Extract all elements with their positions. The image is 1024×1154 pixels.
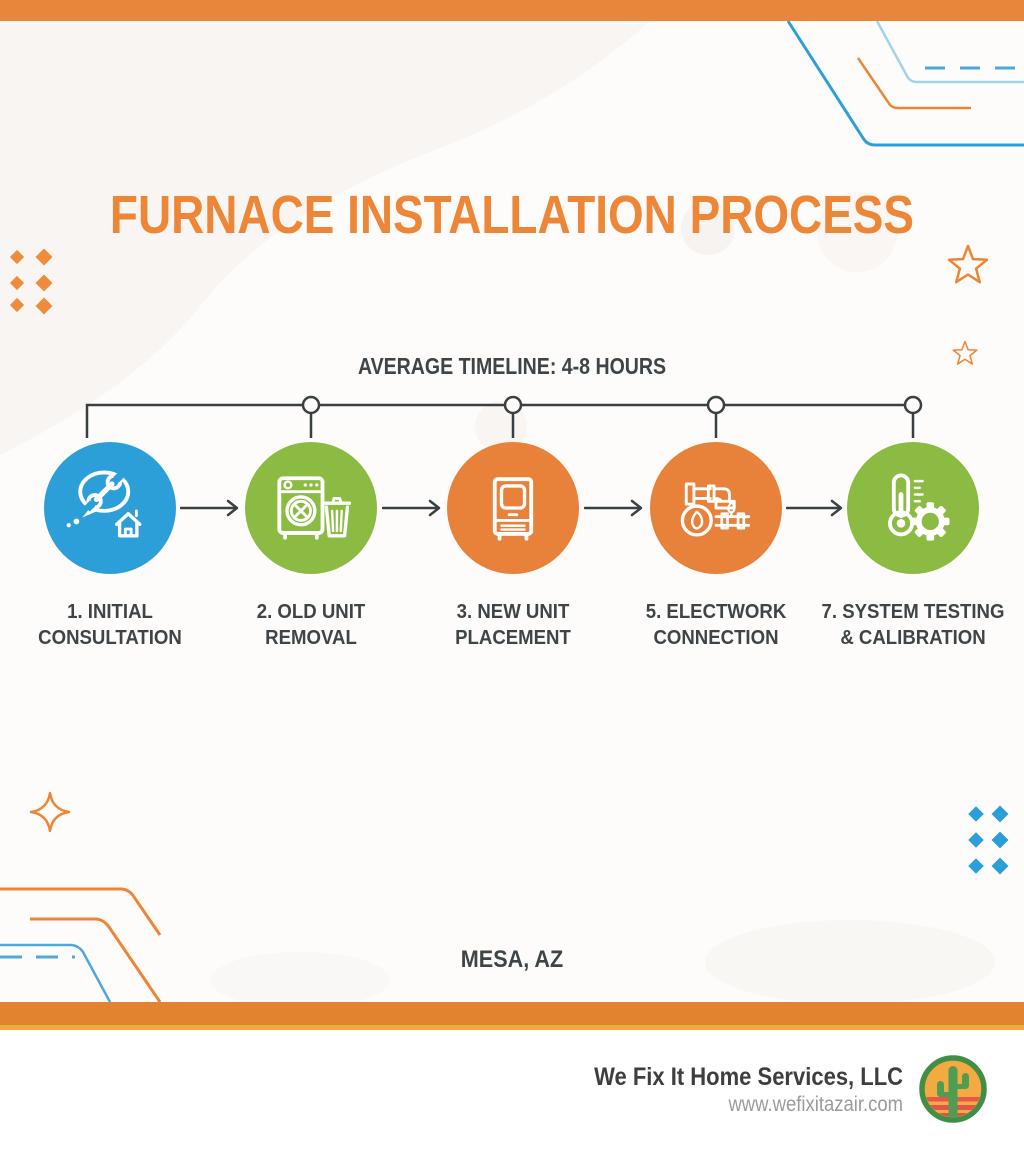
diamond-grid-blue bbox=[968, 805, 1009, 875]
step-system-testing-calibration: 7. SYSTEM TESTING & CALIBRATION bbox=[822, 442, 1004, 682]
step-electwork-connection: 5. ELECTWORK CONNECTION bbox=[646, 442, 786, 682]
arrow-right-icon bbox=[786, 499, 843, 517]
step-circle bbox=[44, 442, 176, 574]
consultation-speech-bubble-wrench-house-icon bbox=[66, 470, 142, 538]
step-initial-consultation: 1. INITIAL CONSULTATION bbox=[38, 442, 182, 682]
bottom-accent-bar bbox=[0, 1002, 1024, 1025]
step-circle bbox=[245, 442, 377, 574]
step-circle bbox=[650, 442, 782, 574]
step-old-unit-removal: 2. OLD UNIT REMOVAL bbox=[245, 442, 377, 682]
footer-background bbox=[0, 1030, 1024, 1154]
arrow-right-icon bbox=[584, 499, 643, 517]
step-label: 2. OLD UNIT REMOVAL bbox=[256, 601, 366, 649]
arrow-right-icon bbox=[180, 499, 239, 517]
timeline-bracket bbox=[85, 395, 923, 438]
star-icon bbox=[947, 244, 989, 365]
diamond-grid-orange bbox=[9, 248, 53, 315]
corner-lines-top-right bbox=[786, 20, 1024, 147]
timeline-heading: AVERAGE TIMELINE: 4-8 HOURS bbox=[357, 353, 667, 379]
website-url: www.wefixitazair.com bbox=[728, 1092, 903, 1116]
step-new-unit-placement: 3. NEW UNIT PLACEMENT bbox=[447, 442, 579, 682]
page-title: FURNACE INSTALLATION PROCESS bbox=[109, 185, 915, 245]
location-text: MESA, AZ bbox=[460, 946, 564, 973]
step-label: 7. SYSTEM TESTING & CALIBRATION bbox=[821, 601, 1005, 649]
thermometer-gear-icon bbox=[888, 473, 950, 541]
footer-text: We Fix It Home Services, LLC www.wefixit… bbox=[594, 1062, 903, 1117]
footer: We Fix It Home Services, LLC www.wefixit… bbox=[552, 1054, 988, 1124]
step-label: 3. NEW UNIT PLACEMENT bbox=[455, 601, 571, 649]
top-accent-bar bbox=[0, 0, 1024, 21]
step-circle bbox=[847, 442, 979, 574]
sparkle-icon bbox=[29, 791, 71, 833]
furnace-unit-icon bbox=[492, 477, 534, 541]
company-name: We Fix It Home Services, LLC bbox=[594, 1062, 903, 1091]
bottom-accent-strip bbox=[0, 1025, 1024, 1030]
step-label: 1. INITIAL CONSULTATION bbox=[38, 601, 182, 649]
washing-machine-trash-can-icon bbox=[277, 476, 352, 540]
arrow-right-icon bbox=[382, 499, 441, 517]
step-circle bbox=[447, 442, 579, 574]
step-label: 5. ELECTWORK CONNECTION bbox=[645, 601, 787, 649]
cactus-sun-logo bbox=[919, 1055, 987, 1123]
gas-pipes-flame-icon bbox=[680, 482, 751, 537]
